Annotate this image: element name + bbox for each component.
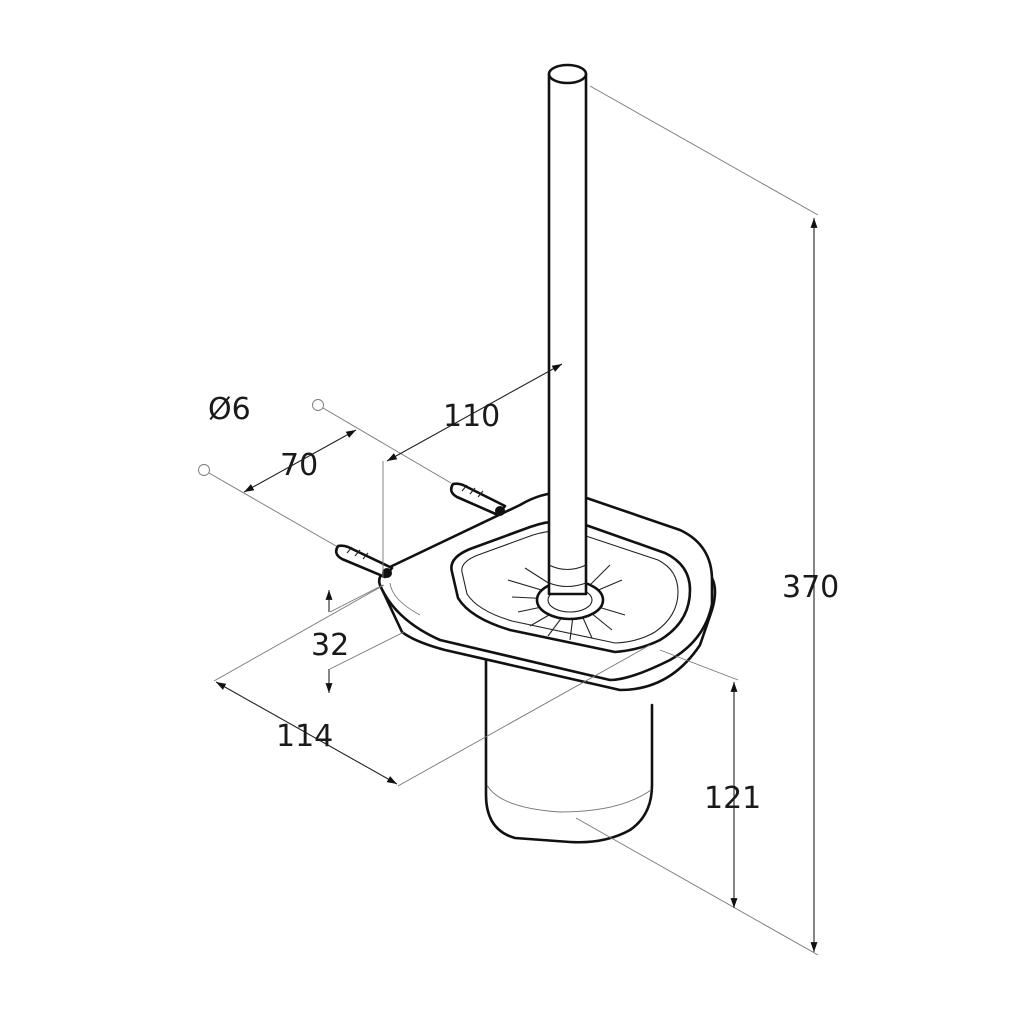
- brush-handle: [547, 63, 588, 596]
- label-total-height: 370: [782, 570, 839, 605]
- cup: [484, 658, 654, 844]
- label-plate-thickness: 32: [311, 628, 349, 663]
- mount-hole-marker-left: [198, 464, 210, 476]
- wall-plate: [377, 491, 717, 692]
- label-screw-diameter: Ø6: [208, 392, 251, 427]
- label-rod-offset: 110: [443, 399, 500, 434]
- dimension-holder-width: [213, 584, 651, 787]
- dimension-total-height: [575, 85, 819, 956]
- mount-hole-marker-right: [312, 399, 324, 411]
- dimension-cup-height: [659, 649, 739, 908]
- dimension-mount-spacing: [243, 429, 357, 493]
- screw-right: [449, 482, 507, 517]
- label-cup-height: 121: [704, 781, 761, 816]
- label-holder-width: 114: [276, 719, 333, 754]
- screw-left: [334, 544, 394, 579]
- label-mount-spacing: 70: [280, 448, 318, 483]
- dimension-plate-thickness: [325, 584, 405, 693]
- dimension-rod-offset: [382, 363, 563, 578]
